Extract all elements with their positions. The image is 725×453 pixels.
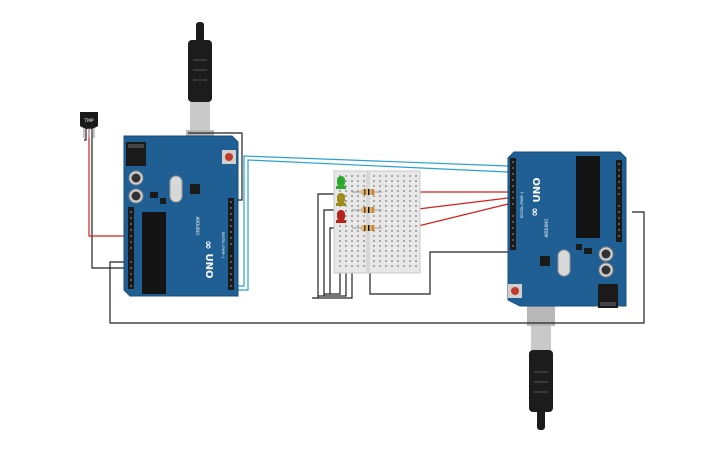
led-yellow xyxy=(336,193,346,206)
sensor-label: TMP xyxy=(83,118,94,124)
leds xyxy=(336,176,346,223)
right-board-logo: ∞ xyxy=(528,207,541,216)
resistor-1 xyxy=(352,189,382,195)
right-board-digital-label: DIGITAL (PWM~) xyxy=(520,192,524,218)
blue-wires xyxy=(236,155,509,291)
led-green xyxy=(336,176,346,189)
led-red xyxy=(336,210,346,223)
left-board-logo: ∞ xyxy=(202,240,215,249)
arduino-board-left: ∞ UNO ARDUINO DIGITAL (PWM~) xyxy=(123,135,239,297)
right-board-model: UNO xyxy=(532,178,543,203)
right-board-brand: ARDUINO xyxy=(544,219,549,238)
arduino-board-right: ∞ UNO ARDUINO DIGITAL (PWM~) xyxy=(507,151,627,308)
breadboard xyxy=(333,170,421,274)
temperature-sensor: TMP xyxy=(80,112,98,138)
resistors xyxy=(352,189,382,231)
usb-cable-bottom xyxy=(527,296,555,430)
left-board-model: UNO xyxy=(203,254,214,279)
resistor-3 xyxy=(352,225,382,231)
black-wires xyxy=(84,128,645,324)
left-board-brand: ARDUINO xyxy=(195,217,200,236)
left-board-digital-label: DIGITAL (PWM~) xyxy=(221,232,225,258)
resistor-2 xyxy=(352,207,382,213)
